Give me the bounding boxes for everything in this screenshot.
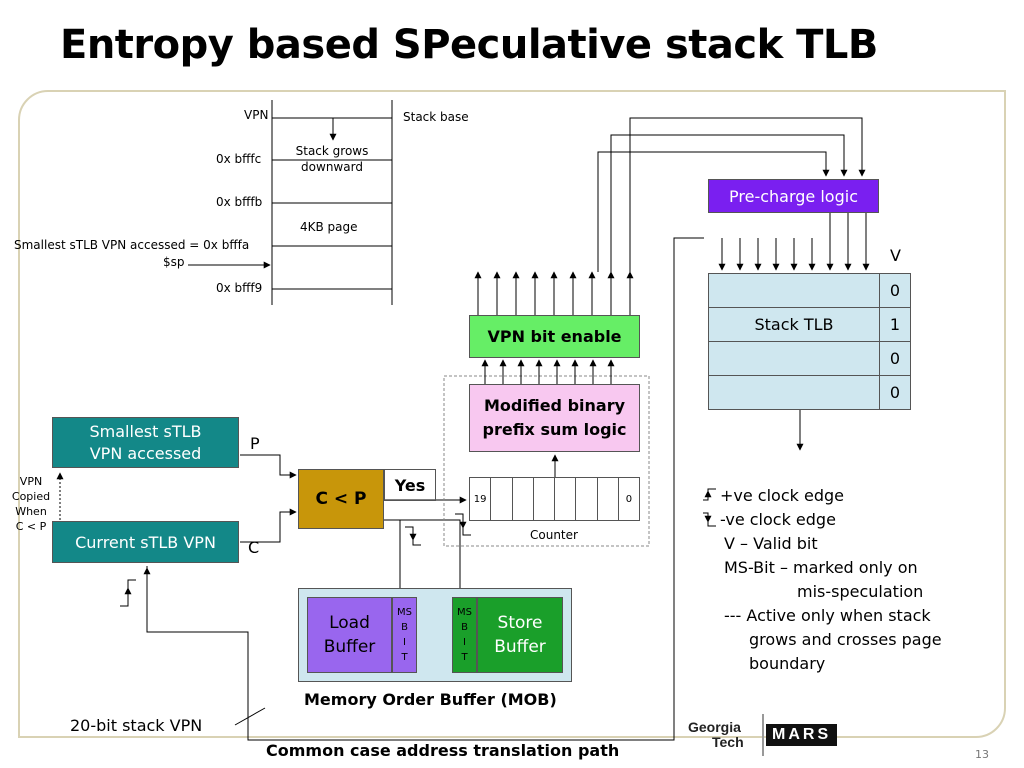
legend-msbit-1: MS-Bit – marked only on	[724, 558, 918, 577]
stack-grows-label: Stack grows downward	[295, 144, 369, 174]
stack-addr-bfff9: 0x bfff9	[216, 281, 263, 295]
legend-active-3: boundary	[749, 654, 826, 673]
load-buffer: Load Buffer	[307, 597, 392, 673]
vpn-bit-enable-block: VPN bit enable	[469, 315, 640, 358]
counter-register: 19 0	[469, 477, 640, 521]
valid-bit-2: 0	[879, 341, 911, 376]
mob-label: Memory Order Buffer (MOB)	[304, 690, 557, 709]
smallest-vpn-note: Smallest sTLB VPN accessed = 0x bfffa	[14, 238, 250, 252]
store-msbit: MS B I T	[452, 597, 477, 673]
sp-label: $sp	[163, 255, 185, 269]
common-case-label: Common case address translation path	[266, 741, 620, 760]
c-label: C	[248, 538, 260, 557]
stack-tlb-label: Stack TLB	[708, 307, 880, 342]
logo-divider	[762, 714, 764, 756]
page-size-label: 4KB page	[300, 220, 358, 234]
legend-neg-edge: -ve clock edge	[720, 510, 836, 529]
georgia-tech-logo: Georgia Tech	[688, 719, 744, 750]
legend-pos-edge: +ve clock edge	[720, 486, 844, 505]
stack-addr-bfffc: 0x bfffc	[216, 152, 262, 166]
valid-header: V	[890, 246, 901, 265]
stack-addr-bfffb: 0x bfffb	[216, 195, 263, 209]
current-stlb-block: Current sTLB VPN	[52, 521, 239, 563]
stack-vpn-label: 20-bit stack VPN	[70, 716, 203, 735]
slide-title: Entropy based SPeculative stack TLB	[60, 22, 878, 68]
legend-valid: V – Valid bit	[724, 534, 818, 553]
smallest-stlb-block: Smallest sTLB VPN accessed	[52, 417, 239, 468]
yes-label: Yes	[384, 469, 436, 501]
prefix-sum-block: Modified binary prefix sum logic	[469, 384, 640, 452]
legend-active-1: --- Active only when stack	[724, 606, 931, 625]
stack-tlb: Stack TLB 0 1 0 0	[708, 273, 911, 410]
slide-frame	[18, 90, 1006, 738]
vpn-copied-note: VPN Copied When C < P	[11, 475, 51, 533]
legend-active-2: grows and crosses page	[749, 630, 942, 649]
mars-logo: MARS	[766, 724, 838, 746]
load-msbit: MS B I T	[392, 597, 417, 673]
precharge-logic-block: Pre-charge logic	[708, 179, 879, 213]
valid-bit-1: 1	[879, 307, 911, 342]
store-buffer: Store Buffer	[477, 597, 563, 673]
stack-vpn-header: VPN	[244, 108, 269, 122]
p-label: P	[250, 434, 260, 453]
stack-base-label: Stack base	[403, 110, 469, 124]
valid-bit-0: 0	[879, 273, 911, 308]
counter-label: Counter	[530, 528, 578, 542]
legend-msbit-2: mis-speculation	[797, 582, 924, 601]
page-number: 13	[975, 748, 989, 761]
compare-block: C < P	[298, 469, 384, 529]
valid-bit-3: 0	[879, 375, 911, 410]
